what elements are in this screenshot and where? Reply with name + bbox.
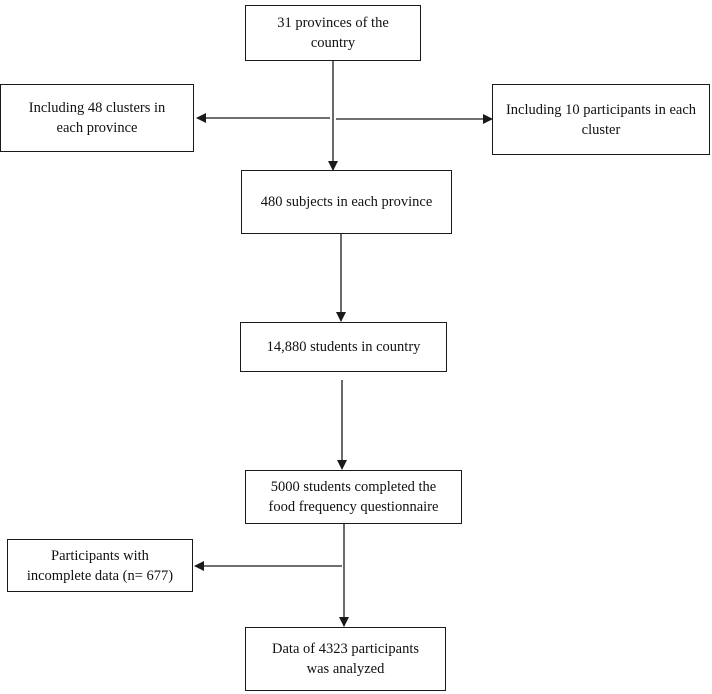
node-subjects-per-province: 480 subjects in each province: [241, 170, 452, 234]
node-analyzed: Data of 4323 participants was analyzed: [245, 627, 446, 691]
node-provinces: 31 provinces of the country: [245, 5, 421, 61]
node-provinces-label: 31 provinces of the country: [277, 15, 389, 51]
node-subjects-per-province-label: 480 subjects in each province: [260, 194, 433, 210]
node-students-in-country-label: 14,880 students in country: [266, 339, 421, 355]
node-participants-per-cluster-label: Including 10 participants in each cluste…: [505, 101, 697, 138]
node-clusters: Including 48 clusters in each province: [0, 84, 194, 152]
node-participants-per-cluster: Including 10 participants in each cluste…: [492, 84, 710, 155]
node-completed-ffq: 5000 students completed the food frequen…: [245, 470, 462, 524]
node-incomplete-data: Participants with incomplete data (n= 67…: [7, 539, 193, 592]
node-incomplete-data-label: Participants with incomplete data (n= 67…: [26, 547, 174, 584]
node-analyzed-label: Data of 4323 participants was analyzed: [272, 641, 419, 677]
node-clusters-label: Including 48 clusters in each province: [28, 100, 166, 136]
node-completed-ffq-label: 5000 students completed the food frequen…: [268, 479, 439, 515]
node-students-in-country: 14,880 students in country: [240, 322, 447, 372]
